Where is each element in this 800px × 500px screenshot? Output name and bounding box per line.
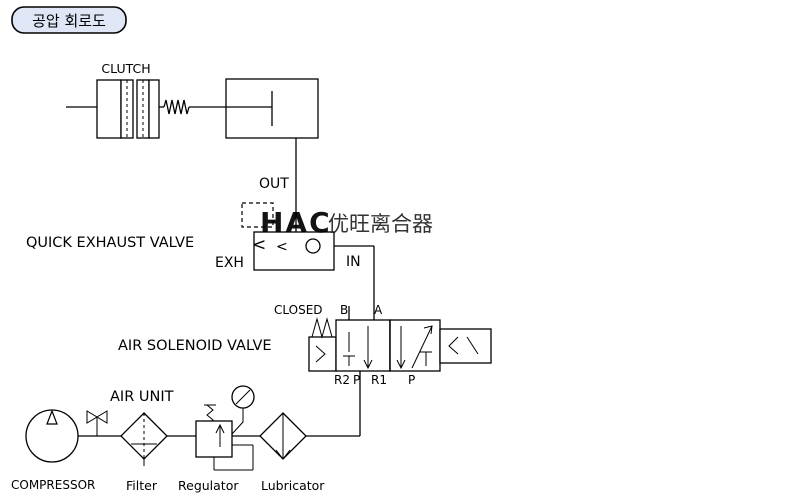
quick-exhaust-valve: < < xyxy=(241,202,375,320)
svg-text:<: < xyxy=(252,235,266,255)
port-a-label: A xyxy=(374,303,383,317)
pressure-gauge xyxy=(231,385,255,435)
air-solenoid-valve-label: AIR SOLENOID VALVE xyxy=(118,338,272,354)
compressor-label: COMPRESSOR xyxy=(11,478,95,492)
air-unit-label: AIR UNIT xyxy=(110,389,174,405)
regulator-label: Regulator xyxy=(178,478,239,493)
filter xyxy=(120,412,168,466)
lubricator-label: Lubricator xyxy=(261,478,325,493)
closed-label: CLOSED xyxy=(274,303,323,317)
exh-label: EXH xyxy=(215,255,244,271)
filter-label: Filter xyxy=(126,478,158,493)
port-b-label: B xyxy=(340,303,348,317)
clutch xyxy=(66,79,226,139)
out-label: OUT xyxy=(259,176,289,192)
shutoff-valve xyxy=(86,410,108,436)
port-r2-label: R2 xyxy=(334,373,350,387)
in-label: IN xyxy=(346,254,361,270)
header-badge-text: 공압 회로도 xyxy=(32,12,106,30)
hac-watermark: HAC 优旺离合器 xyxy=(260,206,433,239)
svg-text:<: < xyxy=(276,239,288,255)
lubricator xyxy=(259,412,307,460)
quick-exhaust-valve-label: QUICK EXHAUST VALVE xyxy=(26,235,194,251)
clutch-label: CLUTCH xyxy=(101,61,150,76)
port-r1-label: R1 xyxy=(371,373,387,387)
compressor xyxy=(25,409,79,463)
port-p-left-label: P xyxy=(353,373,360,387)
clutch-cylinder xyxy=(225,78,319,139)
clutch-spring xyxy=(163,99,190,115)
air-solenoid-valve xyxy=(308,306,492,436)
regulator xyxy=(195,404,254,471)
port-p-right-label: P xyxy=(408,373,415,387)
header-badge: 공압 회로도 xyxy=(11,6,127,34)
watermark-chinese-text: 优旺离合器 xyxy=(328,212,433,236)
hac-logo-text: HAC xyxy=(260,206,332,239)
